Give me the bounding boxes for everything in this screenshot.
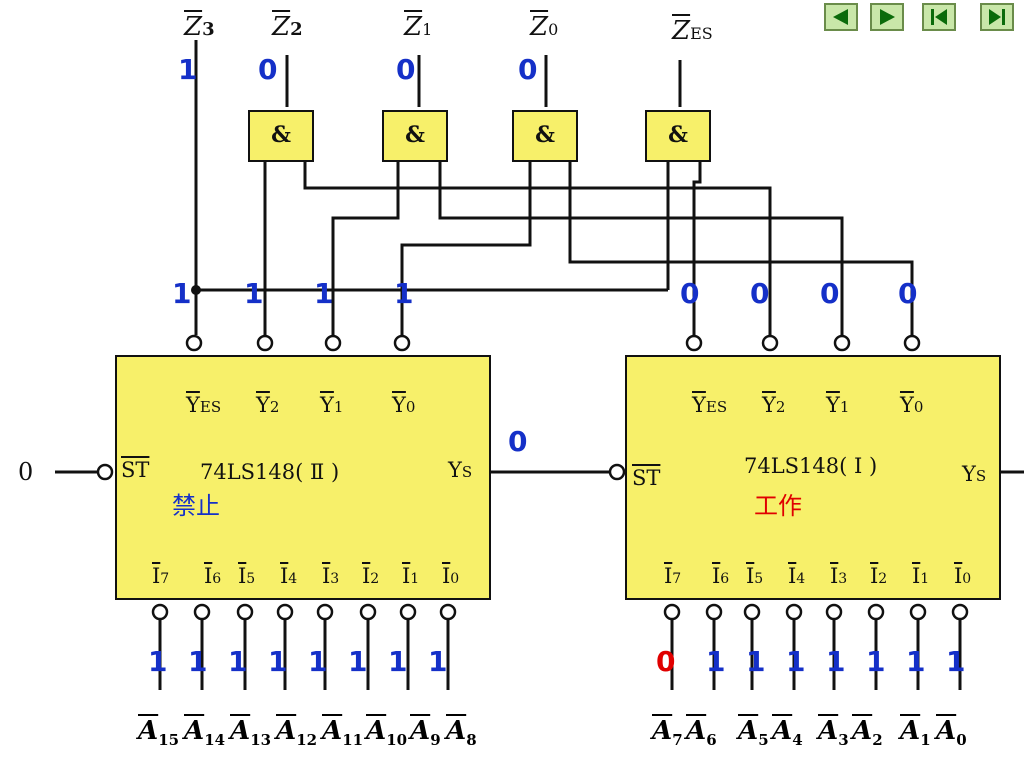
first-icon xyxy=(931,9,947,25)
input-name: A13 xyxy=(230,716,272,750)
output-z2: Z2 xyxy=(272,12,303,42)
input-value: 1 xyxy=(826,645,846,678)
pin-y2: Y2 xyxy=(762,393,786,417)
wire-value: 0 xyxy=(898,277,918,310)
input-value: 1 xyxy=(308,645,328,678)
input-value: 1 xyxy=(866,645,886,678)
pin-i6: I6 xyxy=(712,564,730,588)
input-value: 0 xyxy=(656,645,676,678)
input-name: A10 xyxy=(366,716,408,750)
input-value: 1 xyxy=(228,645,248,678)
st-input-value: 0 xyxy=(18,458,34,486)
output-value: 1 xyxy=(178,53,198,86)
wire-value: 1 xyxy=(394,277,414,310)
status-working: 工作 xyxy=(754,492,802,520)
output-z0: Z0 xyxy=(530,12,559,42)
next-button[interactable] xyxy=(870,3,904,31)
input-value: 1 xyxy=(946,645,966,678)
pin-y2: Y2 xyxy=(256,393,280,417)
pin-y1: Y1 xyxy=(320,393,344,417)
pin-i7: I7 xyxy=(664,564,682,588)
pin-i3: I3 xyxy=(830,564,848,588)
input-value: 1 xyxy=(706,645,726,678)
input-name: A5 xyxy=(738,716,769,750)
output-z3: Z3 xyxy=(184,12,215,42)
input-name: A1 xyxy=(900,716,931,750)
prev-icon xyxy=(833,9,848,25)
chip-74ls148-i xyxy=(625,355,1001,600)
wire-value: 1 xyxy=(244,277,264,310)
chip-name: 74LS148( Ⅰ ) xyxy=(744,454,878,478)
pin-yes: YES xyxy=(692,393,728,417)
pin-i4: I4 xyxy=(280,564,298,588)
pin-i0: I0 xyxy=(442,564,460,588)
wire-value: 1 xyxy=(172,277,192,310)
next-icon xyxy=(880,9,895,25)
status-disabled: 禁止 xyxy=(172,492,220,520)
and-gate: & xyxy=(248,110,314,162)
input-name: A12 xyxy=(276,716,318,750)
input-name: A8 xyxy=(446,716,477,750)
pin-i2: I2 xyxy=(870,564,888,588)
output-zes: ZES xyxy=(672,16,713,46)
wire-value: 0 xyxy=(750,277,770,310)
pin-st: ST xyxy=(632,466,661,490)
input-name: A0 xyxy=(936,716,967,750)
wire-value: 0 xyxy=(680,277,700,310)
input-name: A11 xyxy=(322,716,364,750)
and-gate: & xyxy=(645,110,711,162)
input-name: A6 xyxy=(686,716,717,750)
input-value: 1 xyxy=(388,645,408,678)
pin-ys: YS xyxy=(962,462,987,486)
input-name: A9 xyxy=(410,716,441,750)
pin-i1: I1 xyxy=(402,564,420,588)
pin-i5: I5 xyxy=(238,564,256,588)
pin-i2: I2 xyxy=(362,564,380,588)
input-name: A2 xyxy=(852,716,883,750)
output-value: 0 xyxy=(396,53,416,86)
input-value: 1 xyxy=(188,645,208,678)
input-value: 1 xyxy=(746,645,766,678)
output-value: 0 xyxy=(518,53,538,86)
input-value: 1 xyxy=(348,645,368,678)
input-value: 1 xyxy=(786,645,806,678)
input-name: A7 xyxy=(652,716,683,750)
pin-i4: I4 xyxy=(788,564,806,588)
output-value: 0 xyxy=(258,53,278,86)
pin-i1: I1 xyxy=(912,564,930,588)
pin-i0: I0 xyxy=(954,564,972,588)
input-name: A15 xyxy=(138,716,180,750)
input-value: 1 xyxy=(148,645,168,678)
and-gate: & xyxy=(512,110,578,162)
pin-i3: I3 xyxy=(322,564,340,588)
pin-y0: Y0 xyxy=(392,393,416,417)
pin-i6: I6 xyxy=(204,564,222,588)
input-value: 1 xyxy=(268,645,288,678)
input-value: 1 xyxy=(428,645,448,678)
last-button[interactable] xyxy=(980,3,1014,31)
and-gate: & xyxy=(382,110,448,162)
last-icon xyxy=(989,9,1005,25)
pin-ys: YS xyxy=(448,458,473,482)
prev-button[interactable] xyxy=(824,3,858,31)
input-name: A14 xyxy=(184,716,226,750)
pin-y0: Y0 xyxy=(900,393,924,417)
wire-value: 0 xyxy=(820,277,840,310)
pin-st: ST xyxy=(121,458,150,482)
input-value: 1 xyxy=(906,645,926,678)
chip-74ls148-ii xyxy=(115,355,491,600)
pin-y1: Y1 xyxy=(826,393,850,417)
first-button[interactable] xyxy=(922,3,956,31)
output-z1: Z1 xyxy=(404,12,433,42)
wire-value: 1 xyxy=(314,277,334,310)
input-name: A4 xyxy=(772,716,803,750)
pin-i5: I5 xyxy=(746,564,764,588)
input-name: A3 xyxy=(818,716,849,750)
chip-name: 74LS148( Ⅱ ) xyxy=(200,460,340,484)
pin-yes: YES xyxy=(186,393,222,417)
pin-i7: I7 xyxy=(152,564,170,588)
link-value: 0 xyxy=(508,425,528,458)
